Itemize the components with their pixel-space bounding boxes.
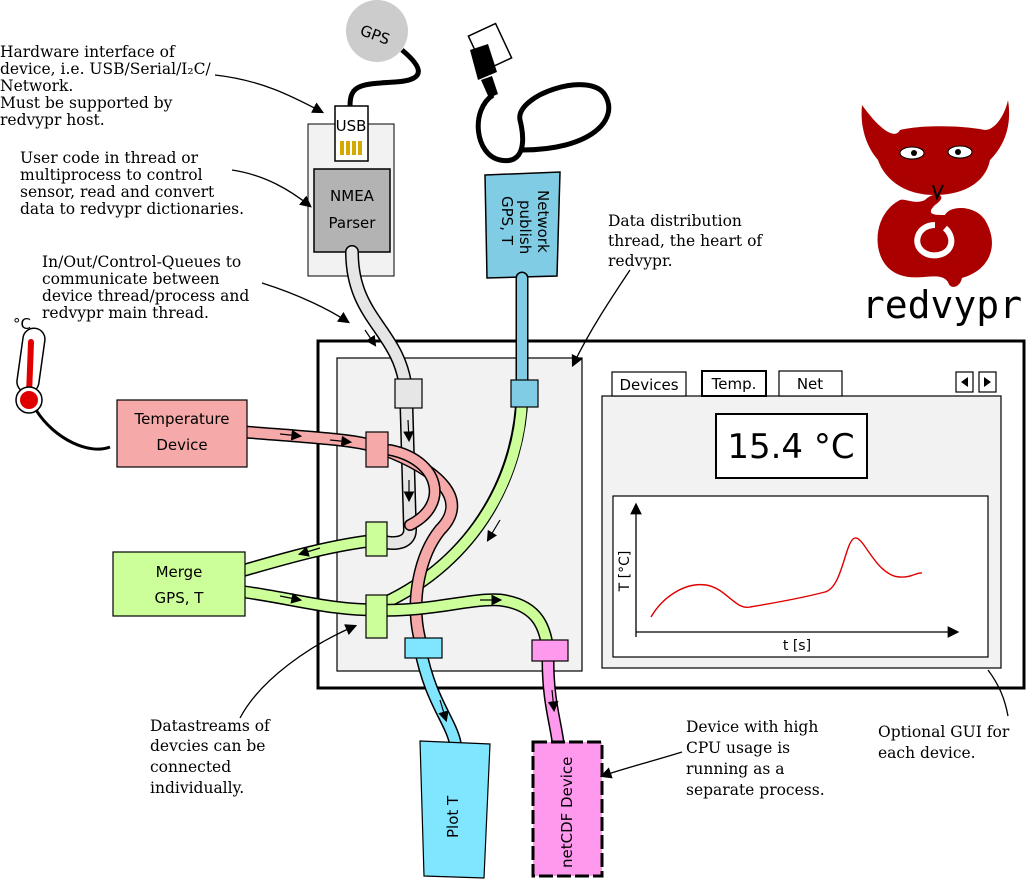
svg-text:individually.: individually. — [150, 779, 244, 797]
temperature-label-line2: Device — [156, 436, 207, 454]
tab-scroll-right-button[interactable] — [978, 371, 997, 393]
merge-device: Merge GPS, T — [112, 551, 246, 617]
annotation-gui: Optional GUI for each device. — [878, 723, 1010, 762]
chevron-right-icon — [984, 377, 991, 387]
plot-area — [612, 495, 989, 658]
network-publish-device: Network publish GPS, T — [484, 171, 561, 279]
svg-text:separate process.: separate process. — [686, 781, 825, 799]
annotation-arrows — [214, 74, 1009, 779]
svg-text:In/Out/Control-Queues to: In/Out/Control-Queues to — [42, 253, 241, 271]
netcdf-label: netCDF Device — [558, 757, 576, 868]
merge-label-line1: Merge — [156, 563, 203, 581]
svg-text:communicate between: communicate between — [42, 270, 220, 288]
temperature-trace — [650, 537, 923, 618]
svg-text:device thread/process and: device thread/process and — [42, 287, 249, 305]
svg-text:Data distribution: Data distribution — [608, 212, 742, 230]
tab-scroll-left-button[interactable] — [955, 371, 974, 393]
svg-text:sensor, read and convert: sensor, read and convert — [20, 183, 215, 201]
tab-net[interactable]: Net — [778, 370, 843, 397]
svg-text:CPU usage is: CPU usage is — [686, 739, 790, 757]
annotation-datastreams: Datastreams of devcies can be connected … — [150, 717, 271, 797]
tab-devices-label: Devices — [619, 376, 678, 394]
plot-label: Plot T — [444, 795, 462, 838]
svg-text:Optional GUI for: Optional GUI for — [878, 723, 1010, 741]
nmea-label-line1: NMEA — [330, 187, 375, 205]
flow-arrows — [279, 329, 559, 723]
tab-temp[interactable]: Temp. — [701, 370, 767, 397]
annotation-distribution: Data distribution thread, the heart of r… — [608, 212, 763, 270]
tab-temp-label: Temp. — [711, 375, 757, 393]
svg-text:Network.: Network. — [0, 77, 73, 95]
svg-text:Hardware interface of: Hardware interface of — [0, 43, 176, 61]
svg-text:data to redvypr dictionaries.: data to redvypr dictionaries. — [20, 200, 244, 218]
svg-text:redvypr host.: redvypr host. — [0, 111, 105, 129]
temperature-label-line1: Temperature — [133, 410, 229, 428]
device-gui-panel: Devices Temp. Net 15.4 °C T [°C] t [s] — [601, 370, 1002, 669]
svg-text:Device with high: Device with high — [686, 718, 818, 736]
annotation-usercode: User code in thread or multiprocess to c… — [20, 149, 244, 218]
usb-connector: USB — [334, 105, 369, 162]
svg-text:Datastreams of: Datastreams of — [150, 717, 271, 735]
svg-text:redvypr main thread.: redvypr main thread. — [42, 304, 209, 322]
network-plug-icon — [467, 22, 612, 164]
svg-text:User code in thread or: User code in thread or — [20, 149, 199, 167]
network-label-line1: Network — [534, 190, 552, 253]
svg-text:device, i.e. USB/Serial/I₂C/: device, i.e. USB/Serial/I₂C/ — [0, 60, 211, 78]
svg-text:each device.: each device. — [878, 744, 976, 762]
temperature-device: Temperature Device — [116, 399, 248, 468]
network-label-line2: publish — [516, 200, 534, 254]
redvypr-logo: redvypr — [861, 100, 1022, 327]
annotation-queues: In/Out/Control-Queues to communicate bet… — [42, 253, 249, 322]
svg-text:thread, the heart of: thread, the heart of — [608, 232, 763, 250]
redvypr-logo-text: redvypr — [862, 283, 1022, 327]
svg-text:connected: connected — [150, 758, 231, 776]
nmea-parser-device: NMEA Parser — [313, 168, 391, 253]
network-label-line3: GPS, T — [498, 196, 516, 246]
svg-text:redvypr.: redvypr. — [608, 252, 673, 270]
plot-device: Plot T — [419, 740, 491, 879]
x-axis-label: t [s] — [783, 638, 811, 654]
queue-connectors — [365, 378, 569, 662]
netcdf-device: netCDF Device — [531, 740, 604, 878]
thermometer-icon: °C — [13, 315, 111, 451]
annotation-hardware: Hardware interface of device, i.e. USB/S… — [0, 43, 211, 129]
tab-net-label: Net — [797, 375, 823, 393]
svg-text:Must be supported by: Must be supported by — [0, 94, 173, 112]
chevron-left-icon — [961, 377, 968, 387]
gps-antenna-icon: GPS — [346, 0, 421, 107]
nmea-label-line2: Parser — [329, 214, 377, 232]
svg-text:running as a: running as a — [686, 760, 785, 778]
svg-text:devcies can be: devcies can be — [150, 737, 265, 755]
y-axis-label: T [°C] — [617, 551, 633, 593]
tab-devices[interactable]: Devices — [611, 371, 687, 397]
temperature-readout: 15.4 °C — [727, 427, 854, 467]
svg-text:multiprocess to control: multiprocess to control — [20, 166, 203, 184]
annotation-highcpu: Device with high CPU usage is running as… — [686, 718, 825, 799]
thermometer-unit: °C — [13, 315, 31, 333]
merge-label-line2: GPS, T — [155, 589, 205, 607]
usb-label: USB — [336, 117, 367, 135]
